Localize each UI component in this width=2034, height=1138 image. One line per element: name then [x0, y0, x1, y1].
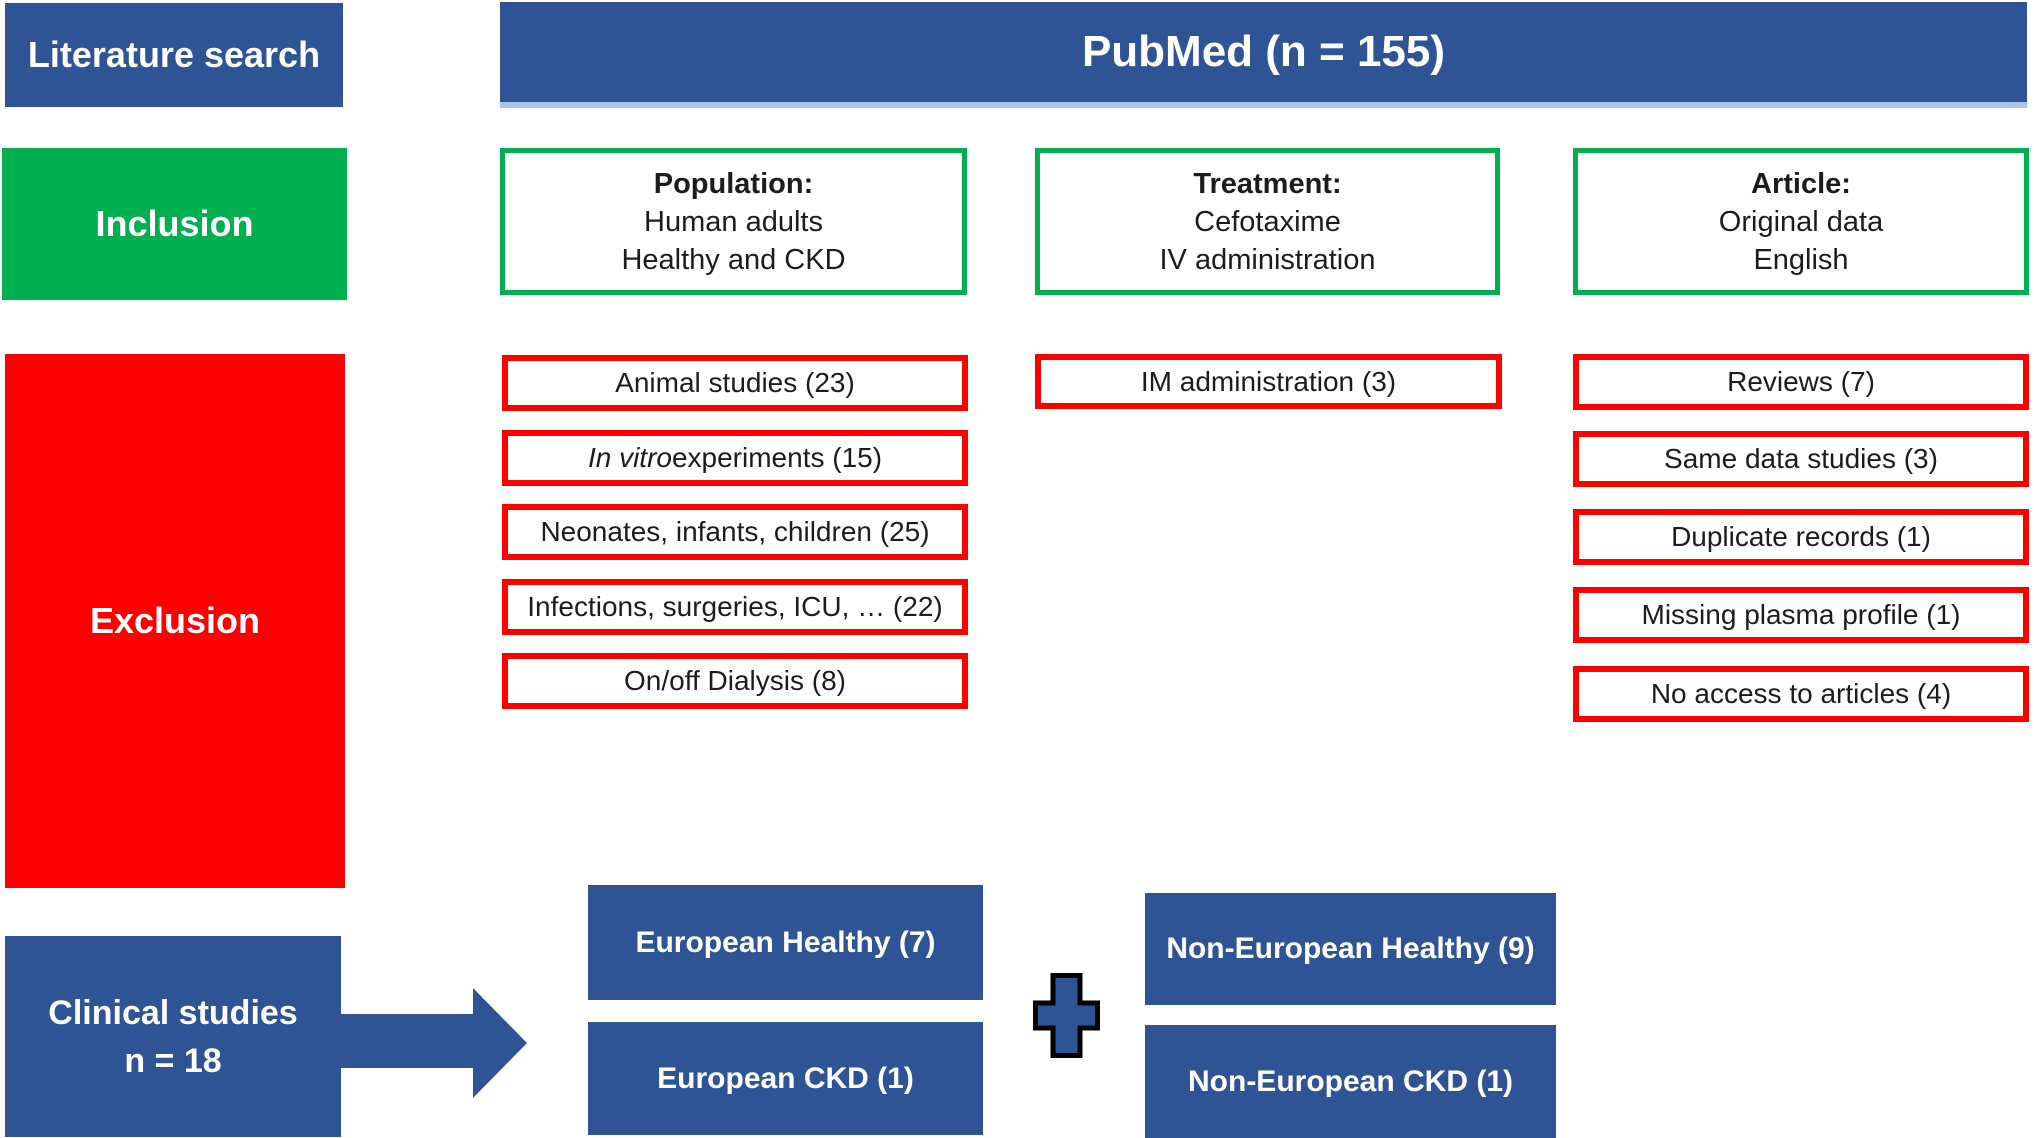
- criteria-title: Article:: [1751, 167, 1851, 200]
- clinical-studies-count: n = 18: [124, 1041, 222, 1080]
- criteria-line: Healthy and CKD: [621, 243, 846, 276]
- criteria-line: Cefotaxime: [1194, 205, 1341, 238]
- inclusion-criteria-article: Article: Original data English: [1573, 148, 2029, 295]
- exclusion-text: On/off Dialysis (8): [624, 665, 846, 696]
- criteria-line: IV administration: [1159, 243, 1376, 276]
- exclusion-item-dialysis: On/off Dialysis (8): [502, 653, 968, 709]
- criteria-line: Human adults: [644, 205, 823, 238]
- result-box-non-european-healthy: Non-European Healthy (9): [1145, 893, 1556, 1005]
- result-box-european-ckd: European CKD (1): [588, 1022, 983, 1135]
- result-box-european-healthy: European Healthy (7): [588, 885, 983, 1000]
- result-box-non-european-ckd: Non-European CKD (1): [1145, 1025, 1556, 1138]
- exclusion-item-animal-studies: Animal studies (23): [502, 355, 968, 411]
- criteria-line: Original data: [1718, 205, 1884, 238]
- exclusion-item-same-data: Same data studies (3): [1573, 431, 2029, 487]
- exclusion-item-infections: Infections, surgeries, ICU, … (22): [502, 579, 968, 635]
- clinical-studies-box: Clinical studies n = 18: [5, 936, 341, 1137]
- criteria-line: English: [1753, 243, 1849, 276]
- criteria-title: Treatment:: [1193, 167, 1342, 200]
- exclusion-text: Infections, surgeries, ICU, … (22): [527, 591, 943, 622]
- inclusion-criteria-treatment: Treatment: Cefotaxime IV administration: [1035, 148, 1500, 295]
- exclusion-text: Duplicate records (1): [1671, 521, 1931, 552]
- criteria-title: Population:: [653, 167, 814, 200]
- exclusion-item-missing-profile: Missing plasma profile (1): [1573, 587, 2029, 643]
- arrow-right-icon: [341, 988, 527, 1098]
- exclusion-item-reviews: Reviews (7): [1573, 354, 2029, 410]
- italic-fragment: In vitro: [587, 442, 672, 473]
- inclusion-stage-label: Inclusion: [2, 148, 347, 300]
- pubmed-source-box: PubMed (n = 155): [500, 2, 2027, 108]
- literature-search-stage-label: Literature search: [5, 3, 343, 107]
- exclusion-text: Animal studies (23): [615, 367, 855, 398]
- exclusion-text: No access to articles (4): [1650, 678, 1952, 709]
- exclusion-text: experiments (15): [671, 442, 883, 473]
- exclusion-text: Reviews (7): [1727, 366, 1875, 397]
- exclusion-text: Same data studies (3): [1664, 443, 1938, 474]
- exclusion-text: Missing plasma profile (1): [1641, 599, 1961, 630]
- exclusion-text: Neonates, infants, children (25): [540, 516, 930, 547]
- inclusion-criteria-population: Population: Human adults Healthy and CKD: [500, 148, 967, 295]
- exclusion-item-im-administration: IM administration (3): [1035, 354, 1502, 409]
- plus-icon: [1033, 973, 1100, 1058]
- exclusion-item-no-access: No access to articles (4): [1573, 666, 2029, 722]
- exclusion-stage-label: Exclusion: [5, 354, 345, 888]
- exclusion-item-duplicates: Duplicate records (1): [1573, 509, 2029, 565]
- exclusion-text: IM administration (3): [1140, 365, 1397, 397]
- clinical-studies-line: Clinical studies: [48, 993, 298, 1032]
- exclusion-item-in-vitro: In vitro experiments (15): [502, 430, 968, 486]
- exclusion-item-neonates: Neonates, infants, children (25): [502, 504, 968, 560]
